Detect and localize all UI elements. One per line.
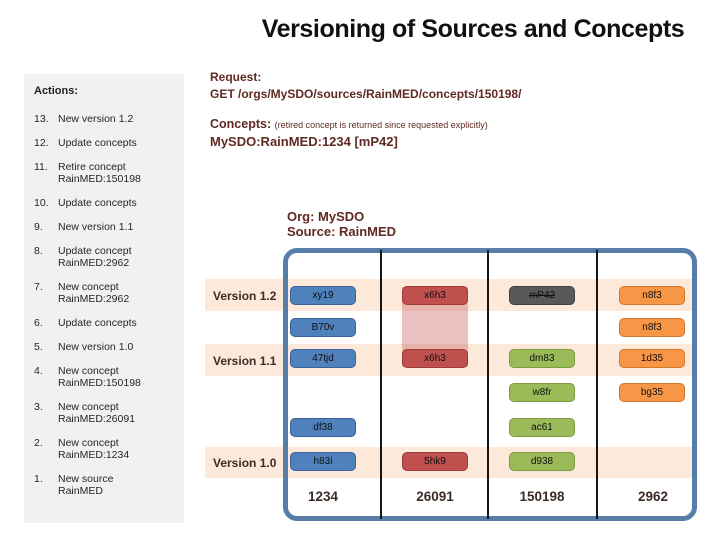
action-number: 1.	[34, 473, 43, 485]
action-item-3: 3. New concept RainMED:26091	[34, 401, 178, 425]
action-number: 11.	[34, 161, 48, 173]
action-text: New concept RainMED:2962	[58, 281, 130, 305]
action-item-10: 10. Update concepts	[34, 197, 178, 209]
action-text: New version 1.1	[58, 221, 134, 233]
concept-cell-1d35: 1d35	[619, 349, 685, 368]
source-label: Source: RainMED	[287, 224, 397, 239]
column-divider-3	[596, 250, 598, 519]
action-text: Update concepts	[58, 317, 137, 329]
action-text: New source RainMED	[58, 473, 114, 497]
column-label-1234: 1234	[307, 489, 339, 504]
column-label-26091: 26091	[416, 489, 454, 504]
concepts-note: (retired concept is returned since reque…	[274, 120, 488, 130]
request-label: Request:	[210, 70, 262, 84]
org-label: Org: MySDO	[287, 209, 365, 224]
action-item-11: 11. Retire concept RainMED:150198	[34, 161, 178, 185]
concept-cell-df38: df38	[290, 418, 356, 437]
action-number: 2.	[34, 437, 43, 449]
column-label-150198: 150198	[519, 489, 565, 504]
column-divider-1	[380, 250, 382, 519]
version-label-1-2: Version 1.2	[213, 289, 277, 303]
concept-cell-bg35: bg35	[619, 383, 685, 402]
actions-heading: Actions:	[34, 85, 78, 97]
action-text: Update concept RainMED:2962	[58, 245, 132, 269]
action-number: 8.	[34, 245, 43, 257]
concept-cell-dm83: dm83	[509, 349, 575, 368]
concepts-value: MySDO:RainMED:1234 [mP42]	[210, 134, 398, 149]
action-item-5: 5. New version 1.0	[34, 341, 178, 353]
action-number: 10.	[34, 197, 49, 209]
concept-cell-b70v: B70v	[290, 318, 356, 337]
slide-title: Versioning of Sources and Concepts	[261, 15, 685, 43]
action-item-8: 8. Update concept RainMED:2962	[34, 245, 178, 269]
version-label-1-0: Version 1.0	[213, 456, 277, 470]
action-item-1: 1. New source RainMED	[34, 473, 178, 497]
concept-cell-w8fr: w8fr	[509, 383, 575, 402]
action-number: 9.	[34, 221, 43, 233]
concepts-block: Concepts: (retired concept is returned s…	[210, 117, 488, 149]
version-label-1-1: Version 1.1	[213, 354, 277, 368]
concept-cell-x6h3-a: x6h3	[402, 286, 468, 305]
concept-cell-x6h3-b: x6h3	[402, 349, 468, 368]
request-value: GET /orgs/MySDO/sources/RainMED/concepts…	[210, 87, 522, 101]
action-item-7: 7. New concept RainMED:2962	[34, 281, 178, 305]
action-item-12: 12. Update concepts	[34, 137, 178, 149]
action-number: 13.	[34, 113, 49, 125]
concept-cell-n8f3-a: n8f3	[619, 286, 685, 305]
action-number: 6.	[34, 317, 43, 329]
action-number: 3.	[34, 401, 43, 413]
action-text: New concept RainMED:1234	[58, 437, 130, 461]
request-block: Request: GET /orgs/MySDO/sources/RainMED…	[210, 70, 521, 101]
concepts-label: Concepts:	[210, 117, 272, 131]
concept-cell-47tjd: 47tjd	[290, 349, 356, 368]
concept-cell-xy19: xy19	[290, 286, 356, 305]
action-item-4: 4. New concept RainMED:150198	[34, 365, 178, 389]
concept-cell-ac61: ac61	[509, 418, 575, 437]
action-text: New version 1.2	[58, 113, 134, 125]
actions-panel: Actions: 13. New version 1.2 12. Update co…	[24, 74, 184, 523]
concept-cell-h83i: h83i	[290, 452, 356, 471]
action-number: 5.	[34, 341, 43, 353]
concept-frame	[283, 248, 697, 521]
action-text: Update concepts	[58, 197, 137, 209]
action-number: 7.	[34, 281, 43, 293]
concept-cell-5hk9: 5hk9	[402, 452, 468, 471]
action-number: 4.	[34, 365, 43, 377]
action-item-9: 9. New version 1.1	[34, 221, 178, 233]
concept-cell-mp42-retired: mP42	[509, 286, 575, 305]
retired-cell-text: mP42	[528, 290, 556, 301]
column-divider-2	[487, 250, 489, 519]
concept-cell-d938: d938	[509, 452, 575, 471]
action-text: Update concepts	[58, 137, 137, 149]
action-text: New concept RainMED:150198	[58, 365, 141, 389]
action-item-6: 6. Update concepts	[34, 317, 178, 329]
action-text: Retire concept RainMED:150198	[58, 161, 141, 185]
action-item-13: 13. New version 1.2	[34, 113, 178, 125]
action-number: 12.	[34, 137, 49, 149]
action-text: New version 1.0	[58, 341, 134, 353]
org-source-header: Org: MySDO Source: RainMED	[287, 209, 396, 239]
column-label-2962: 2962	[637, 489, 669, 504]
concept-cell-n8f3-b: n8f3	[619, 318, 685, 337]
action-text: New concept RainMED:26091	[58, 401, 136, 425]
action-item-2: 2. New concept RainMED:1234	[34, 437, 178, 461]
